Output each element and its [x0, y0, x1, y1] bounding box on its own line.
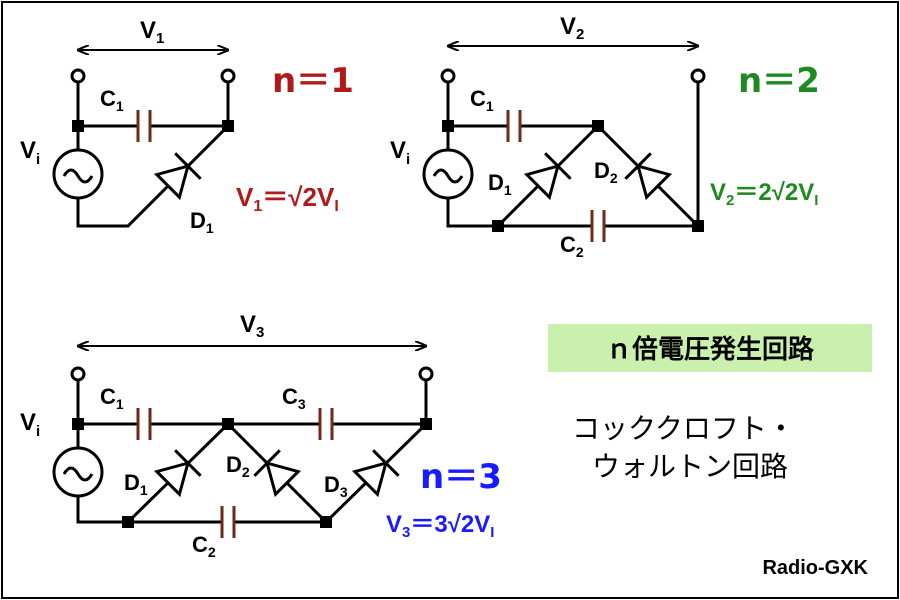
- vi-label-3: Vi: [20, 409, 40, 440]
- c1-label: C1: [100, 86, 124, 114]
- terminal: [220, 68, 236, 84]
- v2-label: V2: [560, 13, 584, 43]
- diode-d1: [153, 449, 202, 498]
- terminal: [690, 68, 706, 84]
- c1-label: C1: [100, 384, 124, 412]
- terminal: [70, 366, 86, 382]
- node: [692, 220, 704, 232]
- circuit-n3: V3 C1 C3 C2 D1 D2 D3: [20, 311, 502, 560]
- c2-label: C2: [560, 232, 584, 260]
- vi-label-1: Vi: [20, 137, 40, 168]
- c3-label: C3: [282, 384, 306, 412]
- node: [72, 418, 84, 430]
- terminal: [440, 68, 456, 84]
- d2-label: D2: [594, 158, 618, 186]
- terminal: [70, 68, 86, 84]
- v3-label: V3: [240, 311, 264, 341]
- diagram-title: ｎ倍電圧発生回路: [606, 334, 815, 365]
- node: [320, 516, 332, 528]
- terminal: [418, 366, 434, 382]
- n3-label: n＝3: [420, 457, 502, 497]
- diode-d2: [253, 449, 302, 498]
- c2-label: C2: [192, 532, 216, 560]
- node: [222, 120, 234, 132]
- n2-label: n＝2: [738, 61, 820, 101]
- node: [122, 516, 134, 528]
- c1-label: C1: [470, 86, 494, 114]
- node: [442, 120, 454, 132]
- sine-icon: [62, 466, 94, 482]
- subtitle-line-1: コッククロフト・: [572, 412, 795, 445]
- d1-label: D1: [190, 208, 214, 236]
- d2-label: D2: [226, 452, 250, 480]
- circuit-n2: V2 C1 C2 D1 D2 Vi n＝2 V2＝2: [390, 13, 820, 260]
- node: [72, 120, 84, 132]
- d3-label: D3: [324, 472, 348, 500]
- formula-n1: V1＝√2VI: [236, 182, 339, 215]
- diode-d1: [523, 152, 572, 201]
- formula-n3: V3＝3√2VI: [386, 511, 494, 541]
- n1-label: n＝1: [272, 61, 354, 101]
- diode-d2: [624, 152, 673, 201]
- circuit-n1: V1 C1 D1 Vi n＝1 V1＝√2VI: [20, 17, 354, 236]
- node: [592, 120, 604, 132]
- d1-label: D1: [124, 470, 148, 498]
- subtitle-line-2: ウォルトン回路: [592, 450, 788, 483]
- vi-label-2: Vi: [390, 137, 410, 168]
- formula-n2: V2＝2√2VI: [710, 179, 818, 209]
- node: [222, 418, 234, 430]
- diode-d1: [153, 152, 202, 201]
- credit-label: Radio-GXK: [762, 557, 868, 579]
- sine-icon: [432, 168, 464, 184]
- sine-icon: [62, 168, 94, 184]
- diode-d3: [351, 449, 400, 498]
- node: [420, 418, 432, 430]
- title-box: [548, 324, 872, 372]
- v1-label: V1: [140, 17, 164, 47]
- d1-label: D1: [488, 170, 512, 198]
- node: [492, 220, 504, 232]
